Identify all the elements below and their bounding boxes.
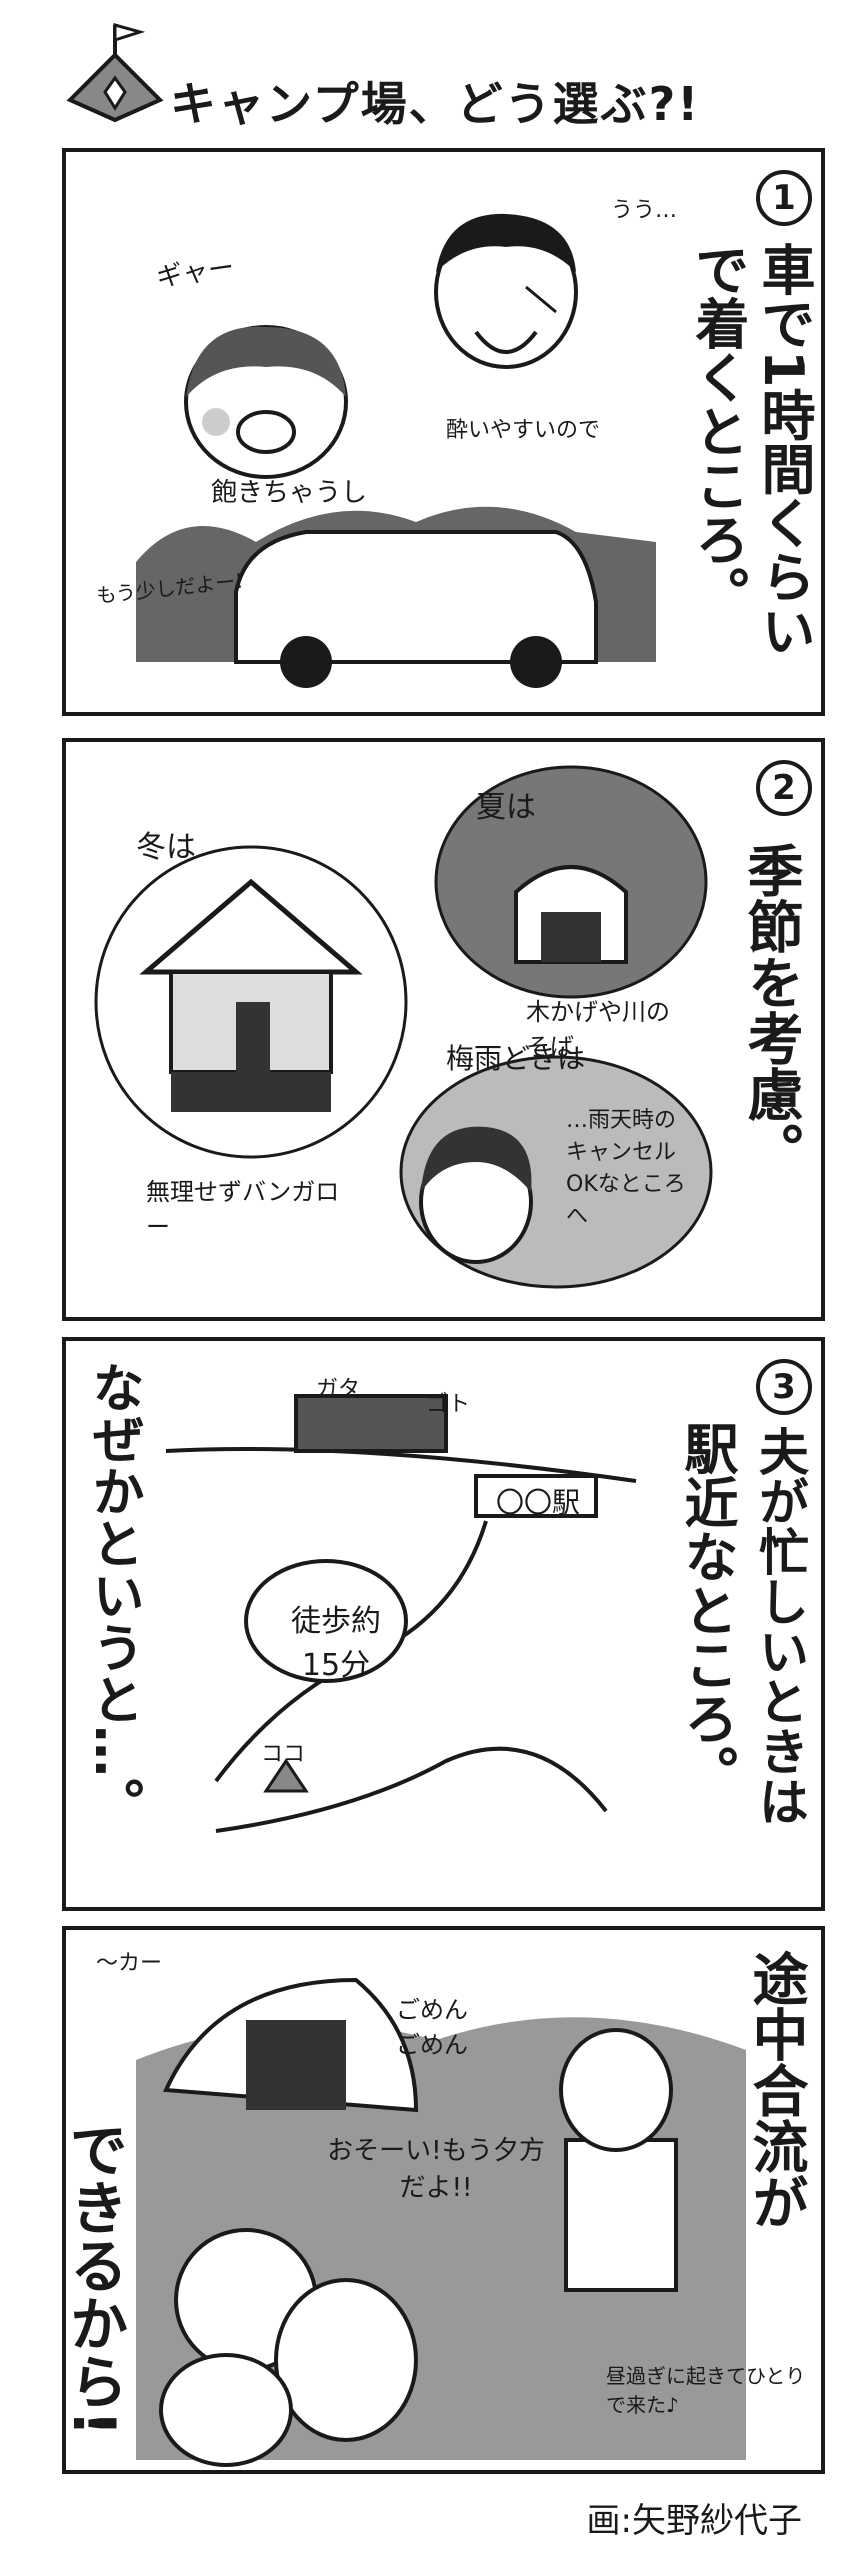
- label-text: 冬は: [136, 830, 196, 865]
- page-title: キャンプ場、どう選ぶ?!: [170, 77, 701, 131]
- panel-number: 1: [756, 170, 812, 226]
- panel-1: 1 車で1時間くらいで着くところ。 ギャー 飽きちゃうし うう… 酔いやすいので…: [62, 148, 825, 716]
- tent-logo-icon: [66, 23, 164, 123]
- panel-heading: 駅近なところ。: [675, 1421, 738, 1799]
- artist-credit: 画:矢野紗代子: [586, 2501, 802, 2541]
- car-illustration: [136, 506, 656, 688]
- campsite-scene-illustration: [136, 1977, 746, 2467]
- dad-face-illustration: [434, 213, 578, 369]
- panel-4: 途中合流が できるから! 〜カー ごめんごめん おそーい!もう夕方だよ!! 昼過…: [62, 1926, 825, 2474]
- speech-text: うう…: [611, 198, 678, 223]
- panel-heading: 夫が忙しいときは: [751, 1426, 809, 1826]
- panel-heading: 季節を考慮。: [738, 842, 803, 1178]
- panel-heading: 車で1時間くらいで着くところ。: [686, 242, 815, 658]
- train-map-illustration: [165, 1394, 637, 1833]
- label-text: …雨天時のキャンセルOKなところへ: [566, 1108, 686, 1229]
- label-text: 木かげや川のそば: [526, 998, 670, 1061]
- kid-face-illustration: [184, 325, 348, 479]
- caption-text: 昼過ぎに起きてひとりで来た♪: [606, 2364, 806, 2417]
- speech-text: ギャー: [154, 252, 237, 294]
- speech-text: ごめんごめん: [396, 1996, 468, 2059]
- panel-3: 3 夫が忙しいときは 駅近なところ。 なぜかというと…。 ガタ ゴト 〇〇駅 徒…: [62, 1337, 825, 1911]
- panel-heading: できるから!: [62, 2120, 128, 2437]
- forest-river-illustration: [434, 765, 708, 999]
- panel-heading: 途中合流が: [743, 1950, 808, 2230]
- side-text: なぜかというと…。: [83, 1361, 143, 1829]
- speech-text: 飽きちゃうし: [211, 478, 368, 508]
- panel-2: 2 季節を考慮。 冬は 無理せずバンガロー 夏は 木かげや川のそば 梅雨どきは …: [62, 738, 825, 1321]
- bungalow-illustration: [94, 845, 408, 1159]
- speech-text: おそーい!もう夕方だよ!!: [327, 2136, 545, 2203]
- walk-bubble-text: 徒歩約15分: [291, 1604, 381, 1683]
- crow-sound-text: 〜カー: [96, 1951, 163, 1976]
- label-text: 夏は: [476, 790, 536, 825]
- here-text: ココ: [261, 1742, 306, 1767]
- station-sign: 〇〇駅: [496, 1486, 581, 1519]
- panel-number: 3: [756, 1359, 812, 1415]
- sound-text: ガタ: [316, 1377, 361, 1402]
- label-text: 梅雨どきは: [446, 1042, 586, 1075]
- label-text: 無理せずバンガロー: [146, 1178, 340, 1241]
- woman-face-illustration: [399, 1055, 713, 1289]
- panel-number: 2: [756, 760, 812, 816]
- sound-text: ゴト: [426, 1392, 471, 1417]
- speech-text: 酔いやすいので: [446, 418, 601, 443]
